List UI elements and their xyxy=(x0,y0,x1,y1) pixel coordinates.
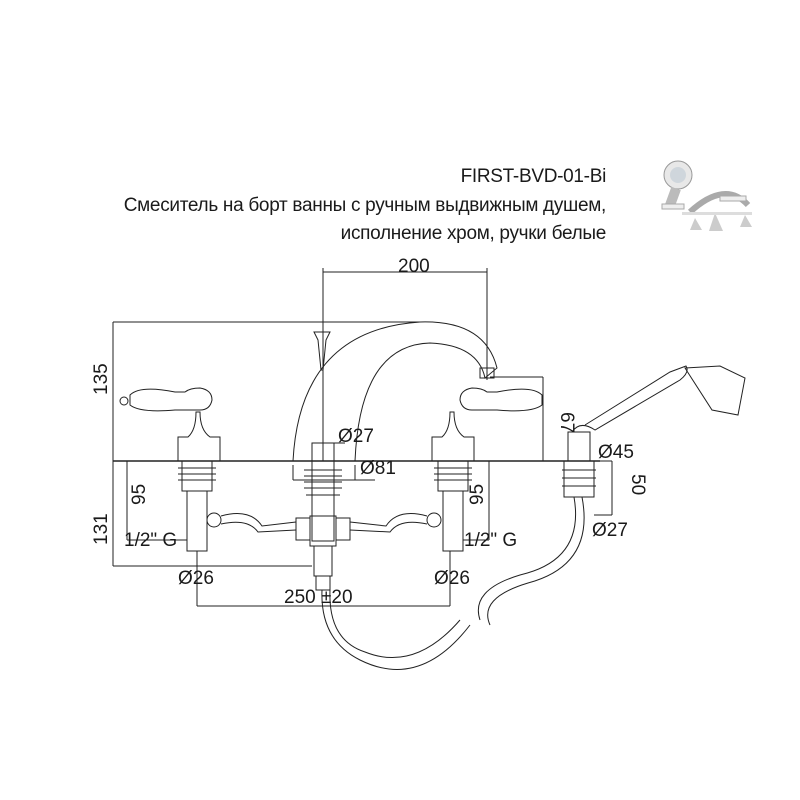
dim-height-above-deck: 135 xyxy=(91,363,112,395)
description-line-2: исполнение хром, ручки белые xyxy=(340,223,607,244)
dim-thread-right: 1/2" G xyxy=(464,530,517,551)
dim-thread-left: 1/2" G xyxy=(124,530,177,551)
right-valve xyxy=(349,387,543,552)
dim-spout-diameter: Ø27 xyxy=(338,426,374,447)
dim-valve-diameter-right: Ø26 xyxy=(434,568,470,589)
dim-valve-diameter-left: Ø26 xyxy=(178,568,214,589)
dim-shower-holder-diameter: Ø45 xyxy=(598,442,634,463)
dim-spout-outlet-height: 67 xyxy=(556,412,577,433)
product-thumbnail xyxy=(661,160,752,231)
dim-spout-base-diameter: Ø81 xyxy=(360,458,396,479)
left-valve xyxy=(119,387,297,552)
dim-height-below-deck: 131 xyxy=(91,513,112,545)
dim-spout-reach: 200 xyxy=(398,256,430,277)
spout xyxy=(292,321,498,591)
dim-center-distance: 250 ±20 xyxy=(284,587,353,608)
dim-valve-length-right: 95 xyxy=(467,484,488,505)
dim-shower-holder-shank: Ø27 xyxy=(592,520,628,541)
dim-shower-holder-length: 50 xyxy=(627,474,648,495)
hand-shower xyxy=(321,365,746,670)
dimension-lines xyxy=(112,268,613,607)
model-code: FIRST-BVD-01-Bi xyxy=(460,166,607,187)
description-line-1: Смеситель на борт ванны с ручным выдвижн… xyxy=(123,195,607,216)
dim-valve-length-left: 95 xyxy=(129,484,150,505)
